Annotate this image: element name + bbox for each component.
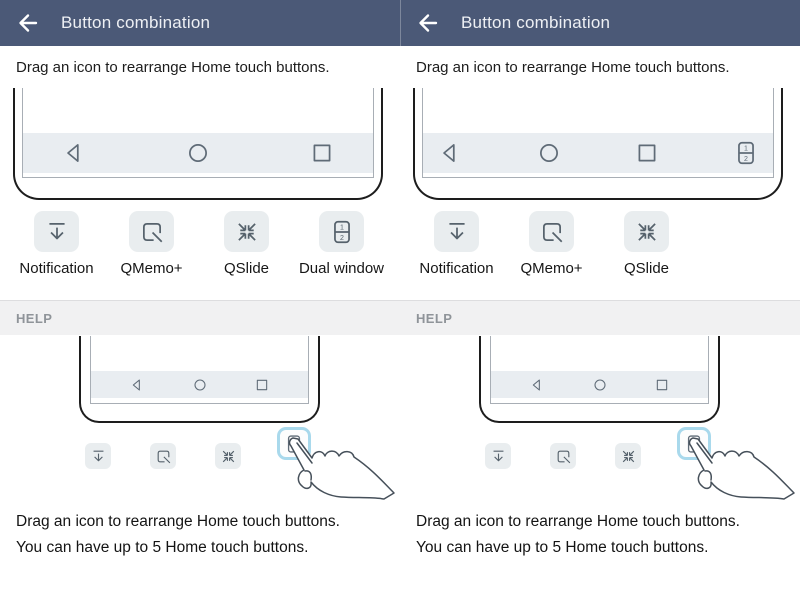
tray-item-label: QSlide [623,260,670,277]
help-band: HELP [400,300,800,335]
help-phone-illustration [479,336,720,423]
page-title: Button combination [461,13,611,32]
home-icon[interactable] [536,140,562,166]
qmemo-icon [550,443,576,469]
tray-item-label: Notification [19,260,94,277]
svg-text:1: 1 [692,438,695,444]
qmemo-icon [150,443,176,469]
tray-item-label: QMemo+ [520,260,583,277]
tray-item-label: QSlide [223,260,270,277]
appbar: Button combination [400,0,800,46]
back-icon [129,377,145,393]
tray-item-label: Notification [419,260,494,277]
help-band: HELP [0,300,400,335]
help-heading: HELP [16,310,53,326]
back-icon[interactable] [437,140,463,166]
help-text-line1: Drag an icon to rearrange Home touch but… [16,513,340,530]
notification-icon[interactable] [434,211,479,252]
recent-icon[interactable] [634,140,660,166]
home-icon [192,377,208,393]
tray-item-label: QMemo+ [120,260,183,277]
back-arrow-icon[interactable] [415,10,441,36]
help-text-line2: You can have up to 5 Home touch buttons. [16,539,309,556]
qslide-icon[interactable] [224,211,269,252]
back-arrow-icon[interactable] [15,10,41,36]
qmemo-icon[interactable] [129,211,174,252]
home-icon [592,377,608,393]
help-phone-illustration [79,336,320,423]
qslide-icon[interactable] [624,211,669,252]
notification-icon[interactable] [34,211,79,252]
help-nav-bar [491,371,708,398]
help-nav-bar [91,371,308,398]
svg-text:2: 2 [340,235,344,242]
svg-text:1: 1 [744,145,748,152]
panel-left: Button combination Drag an icon to rearr… [0,0,400,561]
help-text-line2: You can have up to 5 Home touch buttons. [416,539,709,556]
panel-right: Button combination Drag an icon to rearr… [400,0,800,590]
recent-icon [254,377,270,393]
help-heading: HELP [416,310,453,326]
notification-icon [85,443,111,469]
phone-screen [22,88,374,178]
home-touch-buttons-bar[interactable] [23,133,373,173]
page-title: Button combination [61,13,211,32]
help-text: Drag an icon to rearrange Home touch but… [416,509,794,561]
recent-icon [654,377,670,393]
help-icon-row [85,443,241,469]
phone-preview [13,88,383,200]
tray-item-notification[interactable]: Notification [409,211,504,277]
appbar: Button combination [0,0,400,46]
back-icon [529,377,545,393]
svg-text:2: 2 [292,446,295,452]
svg-text:1: 1 [292,438,295,444]
button-tray: Notification QMemo+ QSlide [409,211,791,277]
qslide-icon [615,443,641,469]
tray-item-qmemo[interactable]: QMemo+ [504,211,599,277]
help-phone-screen [490,336,709,404]
svg-text:2: 2 [744,156,748,163]
drag-instruction: Drag an icon to rearrange Home touch but… [16,59,330,76]
home-icon[interactable] [185,140,211,166]
notification-icon [485,443,511,469]
help-text-line1: Drag an icon to rearrange Home touch but… [416,513,740,530]
qslide-icon [215,443,241,469]
tray-item-qmemo[interactable]: QMemo+ [104,211,199,277]
tray-item-qslide[interactable]: QSlide [199,211,294,277]
svg-text:1: 1 [340,224,344,231]
qmemo-icon[interactable] [529,211,574,252]
help-text: Drag an icon to rearrange Home touch but… [16,509,394,561]
tray-item-label: Dual window [298,260,385,277]
tray-item-notification[interactable]: Notification [9,211,104,277]
help-icon-row [485,443,641,469]
tray-item-qslide[interactable]: QSlide [599,211,694,277]
help-phone-screen [90,336,309,404]
recent-icon[interactable] [309,140,335,166]
svg-text:2: 2 [692,446,695,452]
back-icon[interactable] [61,140,87,166]
drag-instruction: Drag an icon to rearrange Home touch but… [416,59,730,76]
